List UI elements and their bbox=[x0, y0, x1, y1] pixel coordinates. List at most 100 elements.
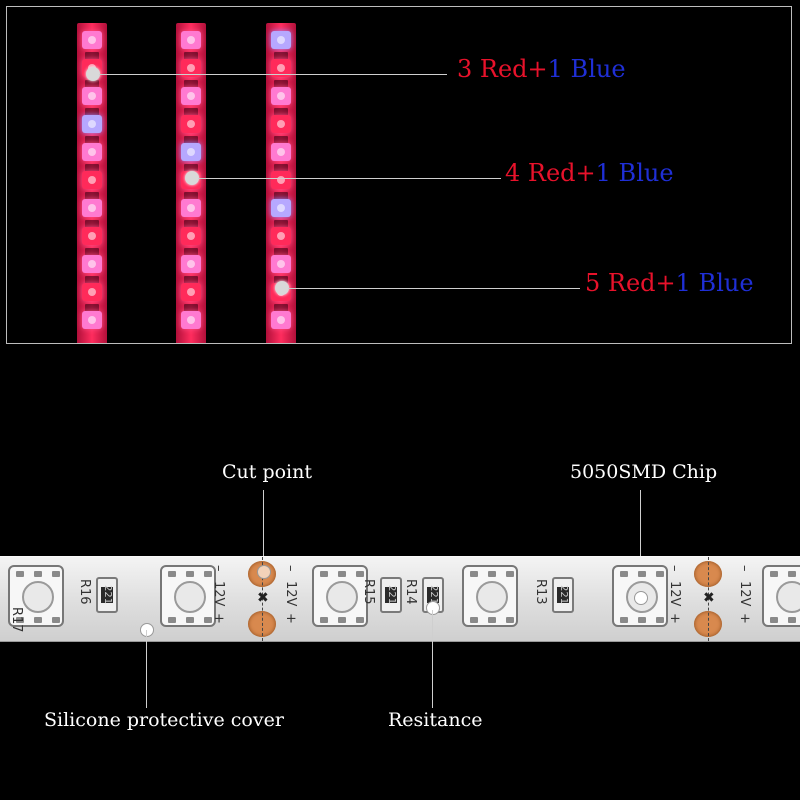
cut-line bbox=[708, 557, 709, 641]
chip-pad bbox=[204, 571, 212, 577]
red-led bbox=[181, 311, 201, 329]
strip-resistor bbox=[85, 136, 99, 144]
strip-resistor bbox=[274, 276, 288, 284]
strip-resistor bbox=[184, 52, 198, 60]
chip-pad bbox=[638, 617, 646, 623]
led-chip-5050 bbox=[160, 565, 216, 627]
chip-pad bbox=[186, 571, 194, 577]
strip-resistor bbox=[274, 220, 288, 228]
ratio-label-4r1b: 4 Red+1 Blue bbox=[505, 159, 674, 187]
strip-resistor bbox=[274, 80, 288, 88]
chip-pad bbox=[488, 617, 496, 623]
chip-pad bbox=[620, 571, 628, 577]
chip-pad bbox=[620, 617, 628, 623]
strip-resistor bbox=[85, 276, 99, 284]
resistor-code: 221 bbox=[558, 585, 569, 605]
strip-resistor bbox=[274, 304, 288, 312]
red-led bbox=[82, 87, 102, 105]
red-led bbox=[271, 171, 291, 189]
resistance-leader bbox=[432, 610, 433, 708]
chip-pad bbox=[656, 571, 664, 577]
cut-mark: ✖ bbox=[703, 590, 715, 606]
red-led bbox=[271, 115, 291, 133]
led-strips-photo: 3 Red+1 Blue 4 Red+1 Blue 5 Red+1 Blue bbox=[6, 6, 792, 344]
red-led bbox=[271, 87, 291, 105]
red-led bbox=[82, 199, 102, 217]
voltage-label: 12V bbox=[737, 581, 752, 607]
cut-point-leader bbox=[263, 490, 264, 568]
chip-pad bbox=[638, 571, 646, 577]
led-chip-5050 bbox=[612, 565, 668, 627]
chip-lens bbox=[174, 581, 206, 613]
ratio-blue-text: 1 Blue bbox=[675, 269, 754, 297]
resistor-code: 221 bbox=[102, 585, 113, 605]
led-chip-5050 bbox=[8, 565, 64, 627]
red-led bbox=[82, 255, 102, 273]
red-led bbox=[181, 255, 201, 273]
chip-pad bbox=[320, 617, 328, 623]
chip-marker-dot bbox=[634, 591, 648, 605]
strip-resistor bbox=[184, 164, 198, 172]
chip-pad bbox=[470, 571, 478, 577]
red-led bbox=[271, 255, 291, 273]
chip-pad bbox=[204, 617, 212, 623]
cover-marker-dot bbox=[140, 623, 154, 637]
chip-pad bbox=[338, 571, 346, 577]
strip-resistor bbox=[274, 108, 288, 116]
strip-resistor bbox=[274, 52, 288, 60]
blue-led bbox=[271, 31, 291, 49]
chip-leader bbox=[640, 490, 641, 590]
leader-line-3 bbox=[288, 288, 580, 289]
red-led bbox=[82, 31, 102, 49]
cover-callout: Silicone protective cover bbox=[44, 709, 284, 731]
cut-line bbox=[262, 557, 263, 641]
led-chip-5050 bbox=[762, 565, 800, 627]
cut-point-callout: Cut point bbox=[222, 461, 312, 483]
resistor-body bbox=[427, 587, 439, 603]
strip-resistor bbox=[274, 136, 288, 144]
voltage-minus: – bbox=[737, 565, 752, 572]
strip-resistor bbox=[184, 304, 198, 312]
resistor-body bbox=[385, 587, 397, 603]
chip-pad bbox=[168, 617, 176, 623]
red-led bbox=[181, 59, 201, 77]
voltage-minus: – bbox=[667, 565, 682, 572]
ratio-blue-text: 1 Blue bbox=[595, 159, 674, 187]
ratio-red-text: 3 Red bbox=[457, 55, 528, 83]
strip-resistor bbox=[184, 192, 198, 200]
chip-pad bbox=[788, 571, 796, 577]
smd-resistor bbox=[380, 577, 402, 613]
chip-pad bbox=[34, 571, 42, 577]
red-led bbox=[271, 143, 291, 161]
voltage-plus: + bbox=[667, 613, 682, 624]
blue-led bbox=[271, 199, 291, 217]
chip-pad bbox=[656, 617, 664, 623]
led-chip-5050 bbox=[312, 565, 368, 627]
chip-pad bbox=[52, 617, 60, 623]
red-led bbox=[82, 171, 102, 189]
chip-pad bbox=[770, 571, 778, 577]
voltage-minus: – bbox=[283, 565, 298, 572]
strip-resistor bbox=[274, 164, 288, 172]
ratio-plus: + bbox=[655, 269, 676, 297]
chip-callout: 5050SMD Chip bbox=[570, 461, 718, 483]
strip-3-marker-dot bbox=[275, 281, 289, 295]
leader-line-2 bbox=[198, 178, 501, 179]
led-chip-5050 bbox=[462, 565, 518, 627]
voltage-label: 12V bbox=[211, 581, 226, 607]
voltage-plus: + bbox=[283, 613, 298, 624]
strip-resistor bbox=[184, 276, 198, 284]
ratio-red-text: 4 Red bbox=[505, 159, 576, 187]
strip-resistor bbox=[184, 80, 198, 88]
strip-resistor bbox=[85, 248, 99, 256]
chip-lens bbox=[22, 581, 54, 613]
cut-point-marker-dot bbox=[257, 565, 271, 579]
resistor-label: R17 bbox=[9, 607, 24, 633]
chip-pad bbox=[320, 571, 328, 577]
chip-pad bbox=[788, 617, 796, 623]
chip-pad bbox=[34, 617, 42, 623]
ratio-plus: + bbox=[527, 55, 548, 83]
strip-resistor bbox=[85, 80, 99, 88]
chip-pad bbox=[168, 571, 176, 577]
